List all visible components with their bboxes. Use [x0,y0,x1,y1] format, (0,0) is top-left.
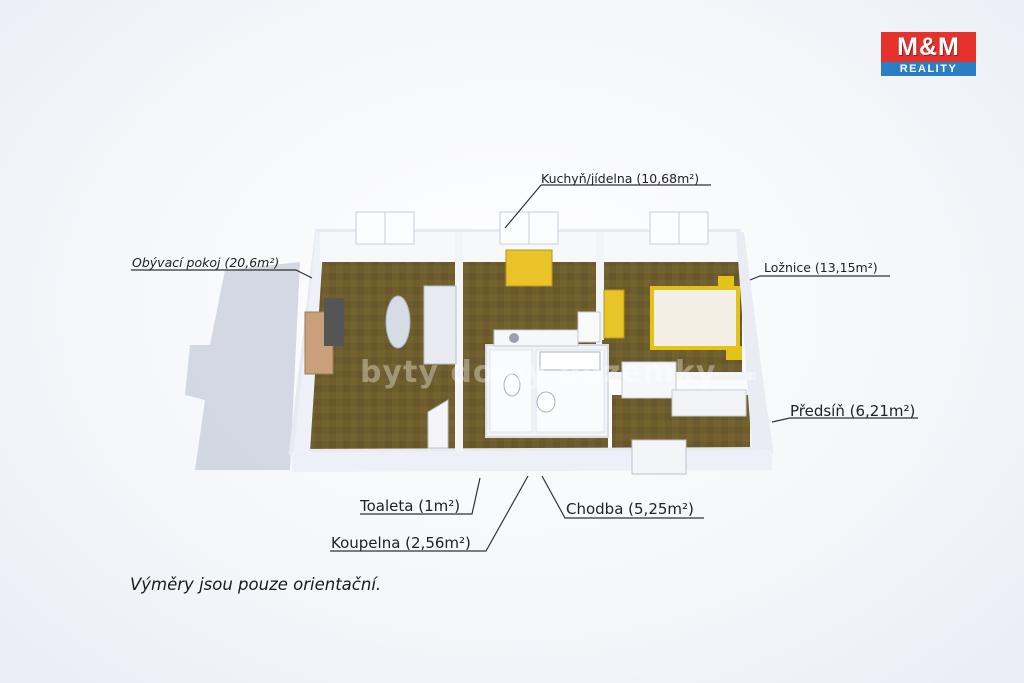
tv-unit [324,298,344,346]
label-corridor: Chodba (5,25m²) [566,500,694,518]
living-floor [308,262,456,452]
front-wall [292,450,772,472]
leader-living [131,269,313,279]
nightstand-1 [718,276,734,290]
bathtub [539,351,601,371]
label-bedroom: Ložnice (13,15m²) [764,260,878,275]
leader-bedroom [749,275,890,281]
fridge [577,311,601,343]
wall-kitchen-bedroom [596,232,604,340]
entrance-door [631,439,687,475]
logo-bottom-text: REALITY [881,62,976,76]
label-living-room: Obývací pokoj (20,6m²) [132,255,280,270]
area-disclaimer: Výměry jsou pouze orientační. [130,575,382,594]
kitchen-counter [493,329,579,347]
leader-hall [771,417,918,423]
window-living [355,211,415,245]
nightstand-2 [726,346,742,360]
coffee-table [385,295,411,349]
dresser [603,289,625,339]
leader-toilet [360,477,481,515]
right-wall [736,232,772,450]
stove [509,333,519,343]
hall-wardrobe [671,389,747,417]
wall-living-kitchen [455,232,463,452]
toilet-bowl [503,373,521,397]
window-bedroom [649,211,709,245]
leader-corridor [541,475,704,519]
plan-shadow [185,262,300,470]
dining-table [505,249,553,287]
window-kitchen [499,211,559,245]
sofa [423,285,457,365]
leader-bathroom [330,475,529,552]
watermark: byty domy pozemky [360,355,717,390]
leader-kitchen-drop [504,184,542,229]
label-bathroom: Koupelna (2,56m²) [331,534,471,552]
door-living [427,399,449,449]
label-hall: Předsíň (6,21m²) [790,402,916,420]
bed [650,286,740,350]
label-toilet: Toaleta (1m²) [360,497,461,515]
logo-top-text: M&M [881,32,976,62]
label-kitchen: Kuchyň/jídelna (10,68m²) [541,171,700,186]
sink [536,391,556,413]
wall-bedroom-hall [604,372,756,380]
leader-lines [131,184,918,552]
brand-logo: M&M REALITY [881,32,976,76]
